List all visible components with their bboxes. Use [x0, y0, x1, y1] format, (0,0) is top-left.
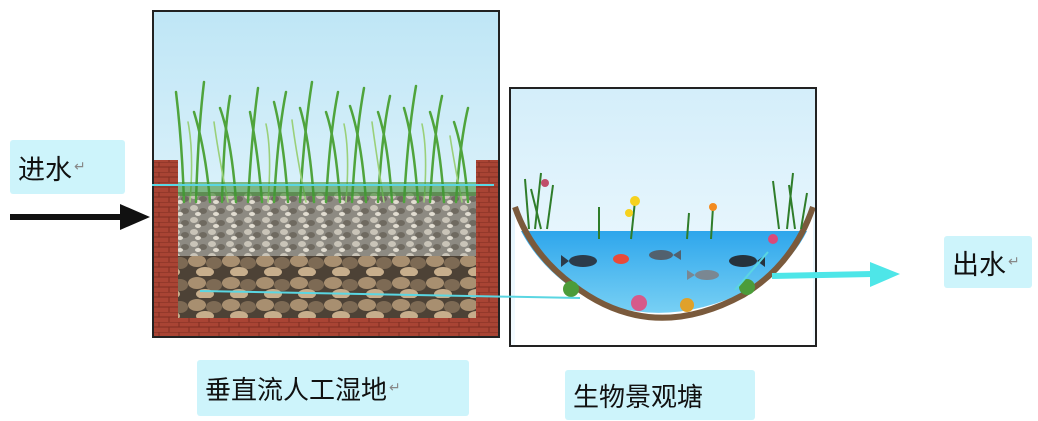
- gravel-layer: [178, 192, 476, 258]
- inlet-label-text: 进水: [18, 154, 72, 186]
- outlet-label: 出水 ↵: [944, 236, 1032, 288]
- wetland-illustration: [152, 10, 500, 338]
- wetland-caption: 垂直流人工湿地 ↵: [197, 360, 469, 416]
- flowers: [541, 179, 778, 244]
- inlet-label: 进水 ↵: [10, 140, 125, 194]
- pond-plants: [524, 172, 808, 240]
- return-mark: ↵: [389, 380, 401, 396]
- return-mark: ↵: [1008, 254, 1020, 270]
- fish: [561, 250, 765, 280]
- stone-layer: [178, 256, 476, 318]
- pond-caption-text: 生物景观塘: [573, 382, 704, 413]
- outlet-arrow: [771, 262, 900, 287]
- pond-bank: [512, 206, 815, 321]
- wetland-svg: [154, 12, 498, 336]
- pond-svg: [511, 89, 815, 345]
- wetland-caption-text: 垂直流人工湿地: [205, 375, 388, 406]
- pond-outlet-line: [734, 251, 769, 291]
- pond-bottom-plants: [563, 279, 755, 312]
- inlet-arrow: [10, 204, 150, 230]
- pond-basin: [515, 207, 813, 345]
- drain-pipe-line: [199, 290, 581, 299]
- pond-caption: 生物景观塘: [565, 370, 755, 420]
- brick-floor: [154, 316, 498, 336]
- pond-water: [521, 231, 807, 313]
- brick-wall-left: [154, 160, 178, 336]
- pond-illustration: [509, 87, 817, 347]
- outlet-label-text: 出水: [952, 249, 1006, 281]
- return-mark: ↵: [74, 159, 86, 175]
- brick-wall-right: [476, 160, 498, 336]
